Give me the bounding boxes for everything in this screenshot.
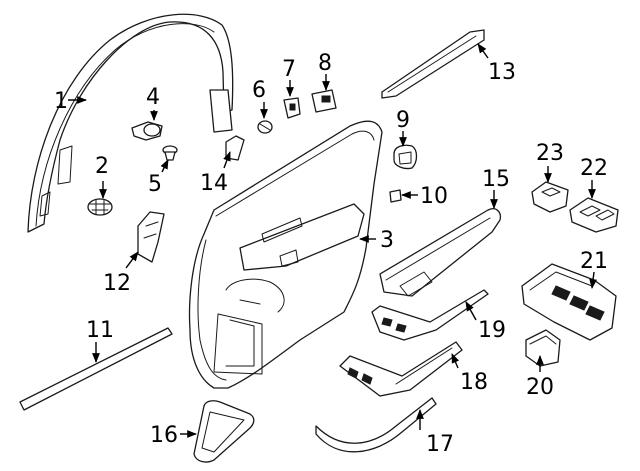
part-3-door-panel <box>188 120 383 389</box>
callout-4: 4 <box>146 85 160 110</box>
callout-3: 3 <box>380 228 394 253</box>
part-11-sill-strip <box>19 327 173 411</box>
part-16-corner-trim <box>193 400 255 463</box>
callout-8: 8 <box>318 51 332 76</box>
callout-6: 6 <box>252 78 266 103</box>
part-17-lower-trim <box>315 397 437 453</box>
part-23-switch-single <box>531 181 569 213</box>
leader-18 <box>451 353 460 369</box>
part-13-upper-garnish <box>381 29 485 99</box>
part-6-plug <box>257 120 273 134</box>
part-18-switch-trim <box>339 341 463 397</box>
leader-13 <box>477 43 489 59</box>
leader-21 <box>589 271 597 289</box>
part-19-armrest-trim <box>371 289 489 341</box>
callout-1: 1 <box>54 89 68 114</box>
part-4-retainer <box>131 121 163 141</box>
part-7-bracket <box>283 97 301 119</box>
callout-13: 13 <box>488 60 516 85</box>
part-22-switch-pair <box>569 197 619 233</box>
leader-19 <box>465 301 477 321</box>
part-9-bezel <box>393 144 418 170</box>
callout-21: 21 <box>580 249 608 274</box>
callout-labels: 1 2 3 4 5 6 7 8 9 10 11 12 13 14 15 16 1… <box>54 51 608 457</box>
leader-lines <box>68 43 597 438</box>
callout-19: 19 <box>478 318 506 343</box>
leader-12 <box>125 251 139 269</box>
part-15-armrest <box>379 208 502 297</box>
part-20-switch <box>525 329 561 367</box>
callout-2: 2 <box>95 154 109 179</box>
part-10-small-clip <box>389 189 402 203</box>
part-5-screw <box>162 145 178 161</box>
callout-10: 10 <box>420 184 448 209</box>
part-21-window-switch <box>521 263 617 341</box>
part-1-frame-moulding <box>27 13 234 233</box>
callout-9: 9 <box>396 108 410 133</box>
callout-7: 7 <box>282 57 296 82</box>
part-12-trim-cap <box>137 211 165 263</box>
leader-5 <box>160 159 169 173</box>
callout-5: 5 <box>148 172 162 197</box>
callout-22: 22 <box>580 156 608 181</box>
leader-14 <box>223 151 231 169</box>
callout-20: 20 <box>526 375 554 400</box>
callout-17: 17 <box>426 432 454 457</box>
callout-11: 11 <box>86 318 114 343</box>
callout-16: 16 <box>150 423 178 448</box>
part-2-clip <box>87 198 113 216</box>
callout-23: 23 <box>536 141 564 166</box>
callout-14: 14 <box>200 171 228 196</box>
part-8-clip-bracket <box>311 89 337 113</box>
callout-12: 12 <box>103 271 131 296</box>
callout-18: 18 <box>460 370 488 395</box>
callout-15: 15 <box>482 167 510 192</box>
